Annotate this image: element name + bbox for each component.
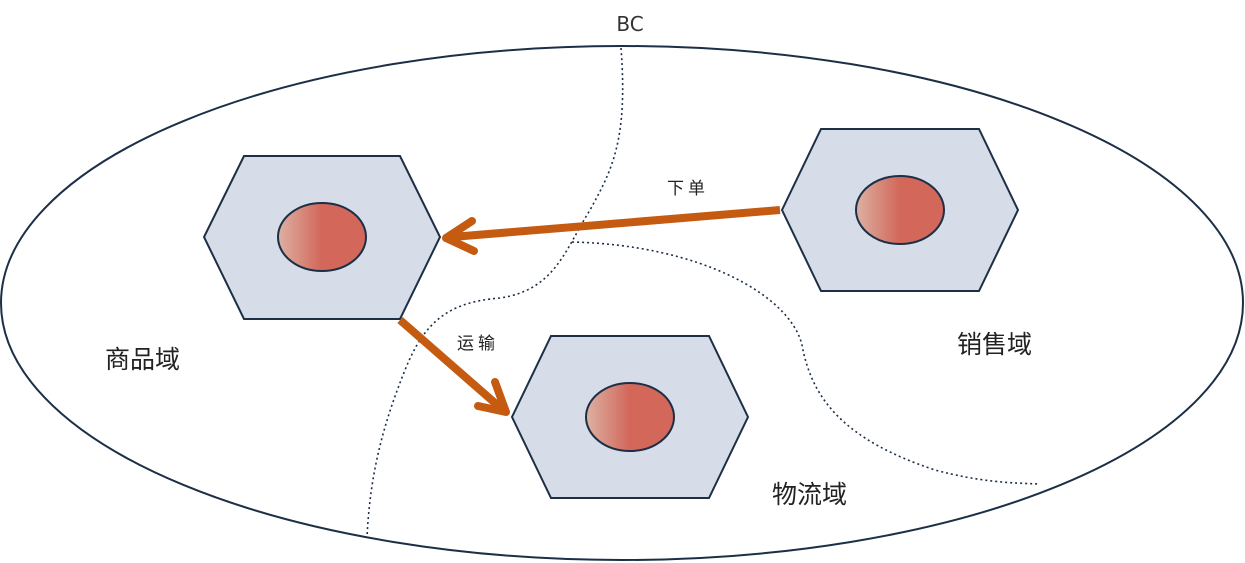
- transport-arrow: [397, 316, 510, 416]
- order-relation-label: 下单: [667, 179, 709, 199]
- sales-domain-label: 销售域: [957, 330, 1032, 359]
- boundary-line-sales-logistics: [571, 241, 1041, 485]
- order-arrow-head: [442, 217, 478, 255]
- order-arrow: [442, 206, 781, 255]
- logistics-domain-node: [510, 335, 750, 499]
- transport-arrow-shaft: [397, 316, 506, 414]
- bounded-context-ellipse: [0, 45, 1244, 561]
- core-entity: [855, 175, 945, 245]
- order-arrow-shaft: [451, 206, 781, 241]
- transport-relation-label: 运输: [457, 334, 499, 354]
- core-entity: [277, 202, 367, 272]
- bc-label: BC: [616, 12, 643, 36]
- transport-arrow-head: [474, 378, 510, 416]
- goods-domain-label: 商品域: [105, 345, 180, 374]
- logistics-domain-label: 物流域: [772, 480, 847, 509]
- boundary-line-main: [366, 47, 624, 539]
- goods-domain-node: [202, 155, 442, 320]
- sales-domain-node: [780, 128, 1020, 292]
- core-entity: [585, 382, 675, 452]
